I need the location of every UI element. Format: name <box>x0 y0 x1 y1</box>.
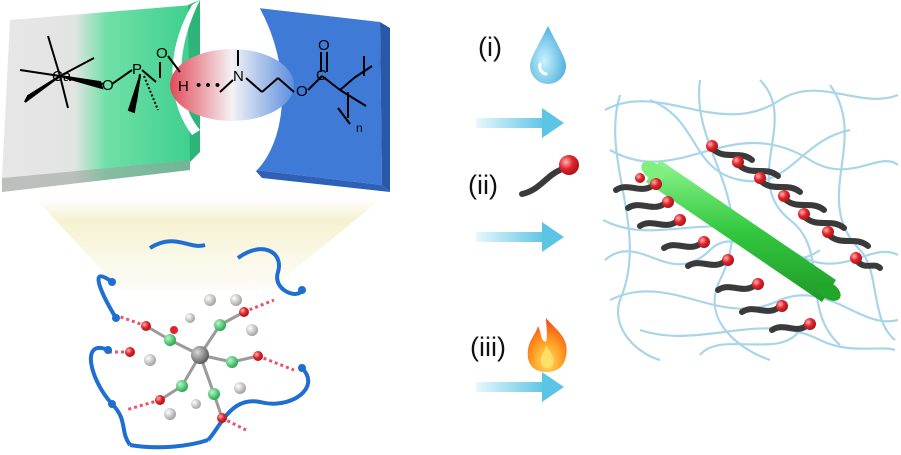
step-i-label: (i) <box>478 32 502 62</box>
carbon-label: C <box>316 67 327 84</box>
oxygen-label-2: O <box>156 45 168 62</box>
molecular-cluster <box>88 239 311 450</box>
oxygen-label-4: O <box>318 37 330 54</box>
repeat-n-label: n <box>356 121 363 135</box>
interaction-blob <box>170 49 294 121</box>
oxygen-label-3: O <box>296 83 308 100</box>
left-block <box>2 0 200 192</box>
composite-network <box>602 79 899 362</box>
arrow-iii <box>476 372 564 402</box>
step-ii-label: (ii) <box>468 170 498 200</box>
hbond-dots: • • • <box>196 77 220 94</box>
green-rod <box>641 160 841 302</box>
ca-label: Ca <box>52 68 72 85</box>
ca-center <box>19 35 181 114</box>
zoom-beam <box>35 198 382 290</box>
step-i: (i) <box>476 26 566 138</box>
step-iii: (iii) <box>470 318 567 402</box>
amine-bonds <box>219 50 373 125</box>
polymer-mesh <box>602 79 899 362</box>
interface-diagram: Ca O P O H • • • N O C O n <box>2 0 390 450</box>
surface-chains <box>613 147 883 333</box>
red-head-groups <box>635 140 862 330</box>
step-iii-label: (iii) <box>470 332 506 362</box>
nitrogen-label: N <box>233 68 244 85</box>
hydrogen-label: H <box>178 78 189 95</box>
arrow-ii <box>476 222 564 252</box>
arrow-i <box>476 108 564 138</box>
molecule-chain-icon <box>519 155 579 197</box>
step-ii: (ii) <box>468 155 579 252</box>
right-block <box>253 7 390 192</box>
water-drop-icon <box>530 26 566 84</box>
oxygen-label-1: O <box>102 77 114 94</box>
phosphorus-label: P <box>132 61 142 78</box>
fire-icon <box>527 318 567 372</box>
